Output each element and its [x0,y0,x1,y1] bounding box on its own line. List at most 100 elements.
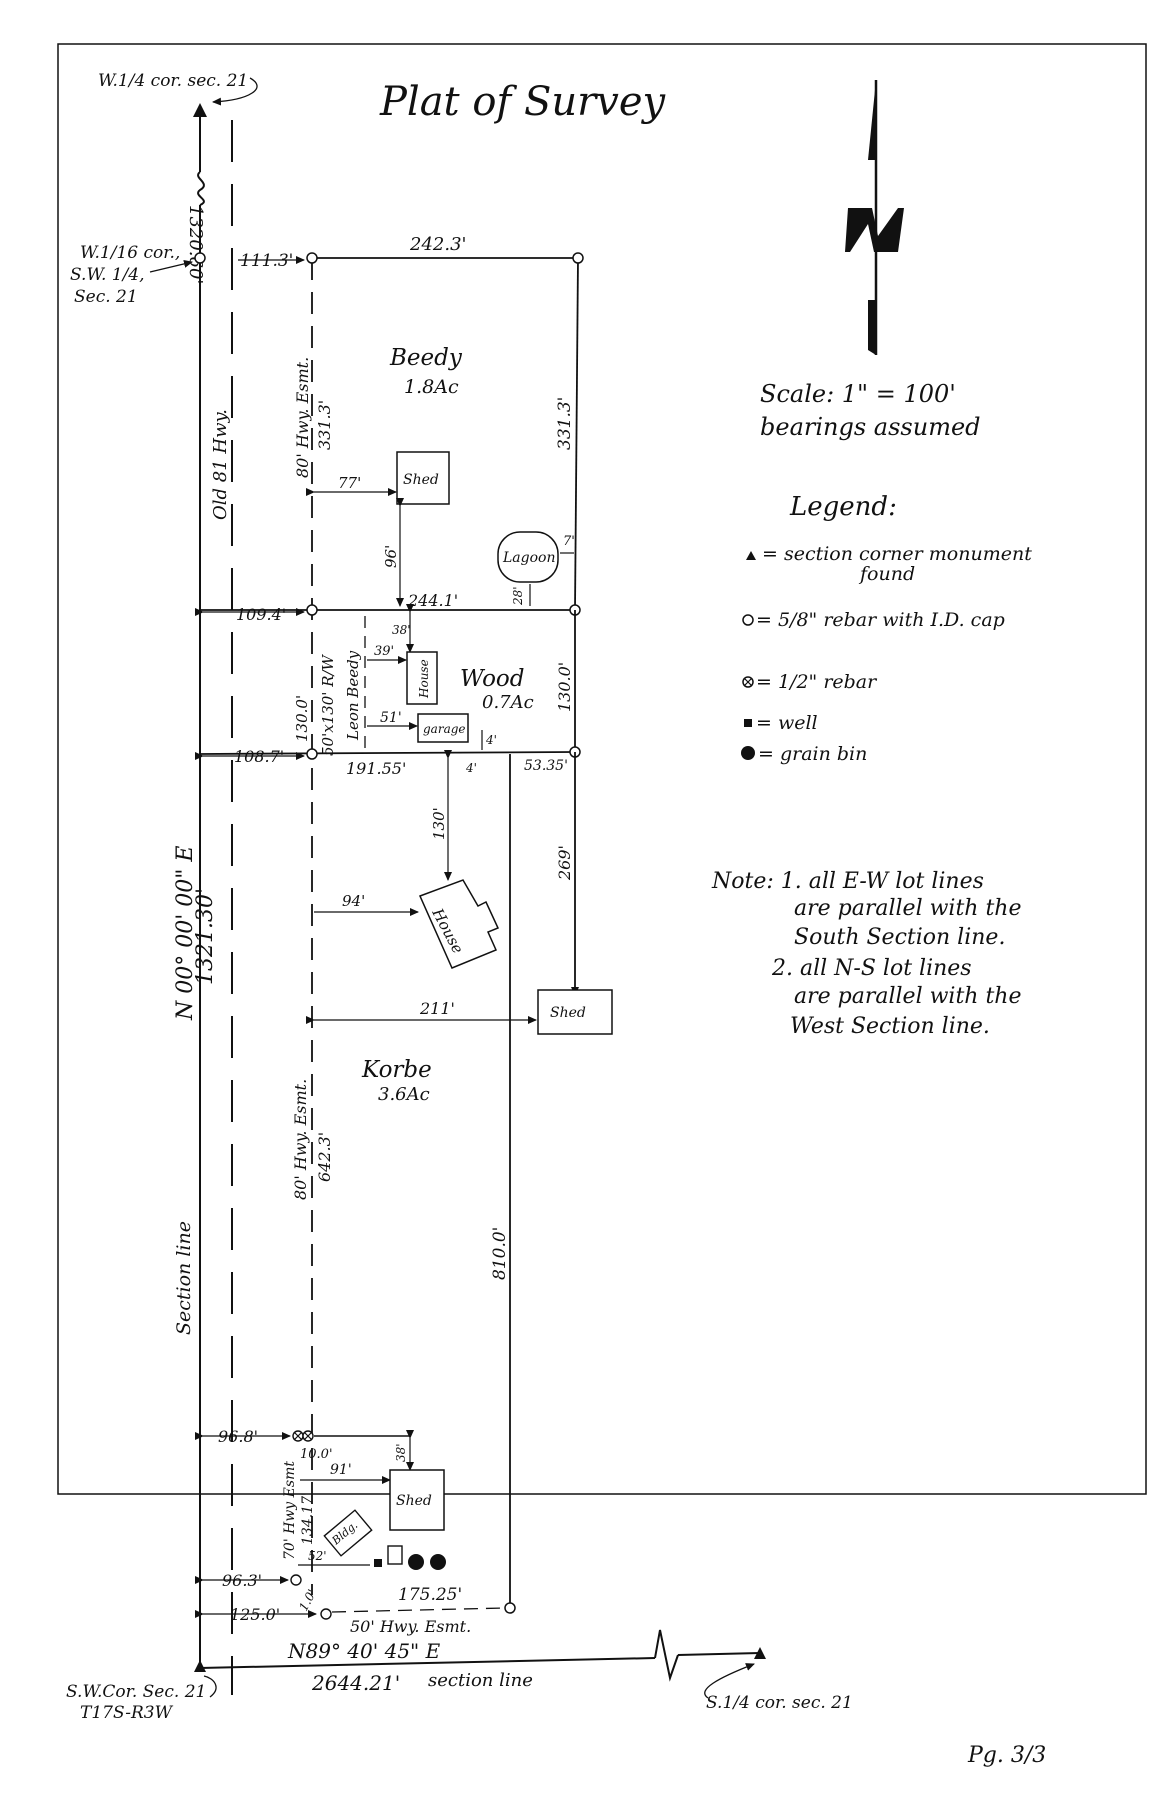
well-marker [374,1559,382,1567]
dim-91: 91' [330,1462,352,1478]
survey-note: Note: 1. all E-W lot lines are parallel … [711,869,1022,1039]
dim-4-top: 4' [485,733,497,747]
sw-corner-label-1: S.W.Cor. Sec. 21 [66,1682,206,1702]
dim-28: 28' [511,586,525,606]
dim-39: 39' [374,644,394,659]
beedy-area: 1.8Ac [404,376,459,398]
w16-corner-label-2: S.W. 1/4, [70,265,145,285]
dim-244: 244.1' [407,591,458,610]
korbe-esmt-len: 642.3' [315,1132,334,1182]
dim-242: 242.3' [409,234,466,255]
legend-monument: = section corner monument [762,543,1032,565]
north-arrow-icon [845,80,904,355]
note-line-4: 2. all N-S lot lines [771,956,972,981]
dim-211: 211' [419,999,455,1018]
dim-331-east: 331.3' [555,397,575,450]
west-distance-label: 1321.30' [193,888,218,985]
old-hwy-label: Old 81 Hwy. [210,409,231,520]
shed-north [396,451,450,505]
legend-grain-bin: = grain bin [758,743,867,765]
dim-51: 51' [380,710,402,726]
legend-rebar58: = 5/8" rebar with I.D. cap [756,609,1005,631]
wood-rw-3: Leon Beedy [344,650,362,741]
shed-south-label: Shed [396,1493,432,1509]
rebar12-icon [742,676,754,688]
dim-111: 111.3' [240,251,293,271]
dim-269: 269' [555,845,574,881]
dim-96: 96' [382,545,400,568]
bldg [323,1509,373,1557]
west-section-line [193,103,207,1668]
legend-heading: Legend: [789,492,897,522]
beedy-name: Beedy [389,345,463,371]
shed-south [389,1469,445,1531]
garage [417,713,469,743]
dim-4-house: 4' [465,761,477,775]
dim-968: 96.8' [218,1427,258,1446]
page-number: Pg. 3/3 [967,1743,1046,1768]
lagoon [497,531,559,583]
note-line-1: Note: 1. all E-W lot lines [711,869,984,894]
grain-bin-1 [408,1554,424,1570]
s-quarter-corner-label: S.1/4 cor. sec. 21 [706,1693,853,1713]
dim-1: 1.0' [296,1587,319,1613]
legend-rebar12: = 1/2" rebar [756,671,878,693]
dim-52: 52' [308,1549,327,1563]
lagoon-label: Lagoon [502,550,555,566]
korbe-esmt-label: 80' Hwy. Esmt. [291,1079,310,1200]
west-bearing-label: N 00° 00' 00" E [173,846,198,1021]
dim-38-north: 38' [392,623,411,637]
dim-109: 109.4' [236,605,286,624]
note-line-6: West Section line. [790,1014,990,1039]
house-wood-label: House [417,659,431,699]
rebar12-marker [292,1430,314,1442]
beedy-esmt-label: 80' Hwy. Esmt. [293,357,312,478]
legend-well: = well [756,712,818,734]
dim-38-south: 38' [394,1443,408,1462]
scale-label: Scale: 1" = 100' [760,380,956,408]
dim-130-east: 130.0' [555,662,574,712]
dim-94: 94' [342,892,365,910]
grain-bin-icon [741,746,755,760]
korbe-name: Korbe [361,1057,432,1083]
legend-monument-2: found [858,563,915,585]
beedy-parcel [194,252,584,616]
house-korbe [418,879,500,969]
note-line-3: South Section line. [794,925,1005,950]
korbe-parcel [504,752,579,1614]
dim-10: 10.0' [300,1447,333,1462]
garage-label: garage [423,722,466,736]
south-section-line [194,1629,766,1682]
shed-north-label: Shed [403,472,439,488]
grain-bin-2 [430,1554,446,1570]
wood-rw-2: 50'x130' R/W [319,653,337,756]
south-esmt-len: 134.17' [300,1492,316,1545]
wood-rw-1: 130.0' [293,695,311,742]
bearings-note: bearings assumed [760,413,981,441]
section-line-south-label: section line [428,1670,533,1691]
dim-130-house: 130' [430,807,448,840]
rebar58-south [320,1608,332,1620]
note-line-5: are parallel with the [794,984,1022,1009]
dim-810: 810.0' [490,1227,510,1280]
w16-corner-label-3: Sec. 21 [74,287,138,307]
dim-77: 77' [338,474,361,492]
dim-53: 53.35' [524,758,568,774]
south-esmt-label: 70' Hwy Esmt [282,1461,298,1560]
rebar58-marker [290,1574,302,1586]
section-line-west-label: Section line [173,1221,195,1335]
dim-963: 96.3' [222,1571,262,1590]
w-quarter-corner-label: W.1/4 cor. sec. 21 [98,71,248,91]
shed-middle [537,989,613,1035]
dim-108: 108.7' [234,747,284,766]
page-border [57,43,1147,1495]
dim-125: 125.0' [230,1605,280,1624]
monument-icon [746,551,756,560]
sw-corner-label-2: T17S-R3W [80,1703,174,1723]
dim-175: 175.25' [398,1585,462,1605]
wood-area: 0.7Ac [482,692,534,713]
note-line-2: are parallel with the [794,896,1022,921]
well-icon [744,719,752,727]
w16-corner-label-1: W.1/16 cor., [80,243,180,263]
